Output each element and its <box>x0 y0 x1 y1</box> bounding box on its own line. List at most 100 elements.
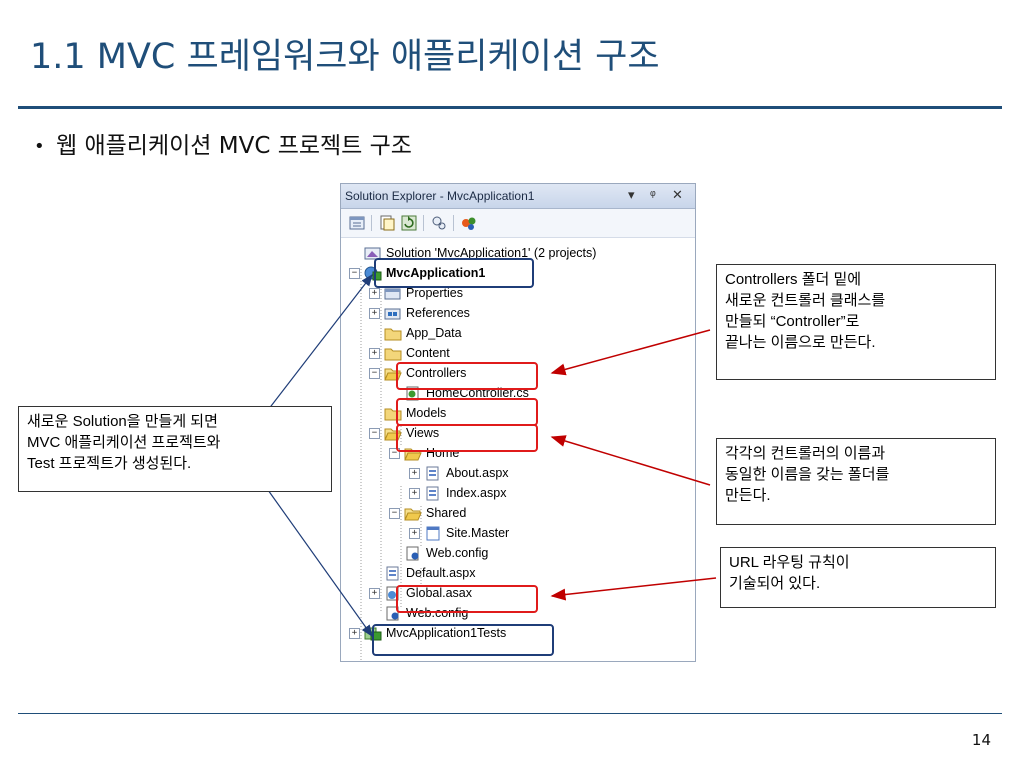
collapse-icon[interactable]: − <box>349 267 360 279</box>
callout-line: 만든다. <box>725 487 771 504</box>
callout-line: Controllers 폴더 밑에 <box>725 271 862 288</box>
models-highlight <box>396 398 538 426</box>
aspx-file-icon <box>424 486 442 501</box>
tree-node-label: MvcApplication1Tests <box>386 626 507 640</box>
callout-line: 새로운 컨트롤러 클래스를 <box>725 292 886 309</box>
class-diagram-icon[interactable] <box>459 213 479 233</box>
tree-node-label: Shared <box>426 506 467 520</box>
tree-node-label: Web.config <box>406 606 469 620</box>
tree-node[interactable]: + Index.aspx <box>409 484 506 502</box>
cs-file-icon <box>404 386 422 401</box>
page-number: 14 <box>971 731 991 749</box>
tree-node[interactable]: Web.config <box>389 544 488 562</box>
view-designer-icon[interactable] <box>429 213 449 233</box>
expand-icon[interactable]: + <box>409 527 420 539</box>
collapse-icon[interactable]: − <box>369 367 380 379</box>
properties-folder-icon <box>384 286 402 301</box>
slide-title: 1.1 MVC 프레임워크와 애플리케이션 구조 <box>30 37 660 77</box>
title-divider <box>18 106 1002 109</box>
callout-line: Test 프로젝트가 생성된다. <box>27 455 192 472</box>
bullet-text: 웹 애플리케이션 MVC 프로젝트 구조 <box>56 133 412 159</box>
tree-node[interactable]: +Global.asax <box>369 584 472 602</box>
expand-icon[interactable]: + <box>369 587 380 599</box>
global-asax-highlight <box>396 585 538 613</box>
tree-node-label: Properties <box>406 286 463 300</box>
mvcapplication1-highlight <box>374 258 534 288</box>
tree-node-label: Site.Master <box>446 526 510 540</box>
expand-icon[interactable]: + <box>369 347 380 359</box>
collapse-icon[interactable]: − <box>389 447 400 459</box>
tree-node-label: Home <box>426 446 460 460</box>
callout-line: 만들되 “Controller”로 <box>725 313 860 330</box>
callout-line: URL 라우팅 규칙이 <box>729 554 850 571</box>
aspx-file-icon <box>384 566 402 581</box>
bullet-dot-icon: • <box>34 136 45 157</box>
show-all-files-icon[interactable] <box>377 213 397 233</box>
expand-icon[interactable]: + <box>369 287 380 299</box>
tree-node-label: Web.config <box>426 546 489 560</box>
tree-node[interactable]: + Properties <box>369 284 463 302</box>
tree-node[interactable]: + About.aspx <box>409 464 509 482</box>
tree-node-label: Content <box>406 346 450 360</box>
tree-node[interactable]: + References <box>369 304 470 322</box>
views-callout: 각각의 컨트롤러의 이름과 동일한 이름을 갖는 폴더를 만든다. <box>716 438 996 525</box>
tree-node-label: Index.aspx <box>446 486 507 500</box>
callout-line: MVC 애플리케이션 프로젝트와 <box>27 434 221 451</box>
solution-tree: Solution 'MvcApplication1' (2 projects) −… <box>341 238 695 661</box>
solution-explorer-title: Solution Explorer - MvcApplication1 <box>345 189 535 203</box>
tree-node[interactable]: App_Data <box>369 324 462 342</box>
callout-line: 각각의 컨트롤러의 이름과 <box>725 445 886 462</box>
tree-node[interactable]: Solution 'MvcApplication1' (2 projects) <box>349 244 596 262</box>
tree-node[interactable]: Default.aspx <box>369 564 475 582</box>
collapse-icon[interactable]: − <box>389 507 400 519</box>
references-icon <box>384 306 402 321</box>
controllers-highlight <box>396 362 538 390</box>
tree-node[interactable]: + Content <box>369 344 450 362</box>
tree-node-label: Models <box>406 406 447 420</box>
solution-explorer-titlebar[interactable]: Solution Explorer - MvcApplication1 ▾ ᵠ … <box>341 184 695 209</box>
tree-node[interactable]: − Shared <box>389 504 466 522</box>
callout-line: 끝나는 이름으로 만든다. <box>725 334 876 351</box>
callout-line: 동일한 이름을 갖는 폴더를 <box>725 466 890 483</box>
asax-file-icon <box>384 586 402 601</box>
collapse-icon[interactable]: − <box>369 427 380 439</box>
toolbar-separator <box>423 215 424 231</box>
expand-icon[interactable]: + <box>369 307 380 319</box>
controllers-callout: Controllers 폴더 밑에 새로운 컨트롤러 클래스를 만들되 “Con… <box>716 264 996 380</box>
toolbar-separator <box>371 215 372 231</box>
folder-icon <box>384 346 402 361</box>
config-file-icon <box>404 546 422 561</box>
open-folder-icon <box>404 506 422 521</box>
properties-icon[interactable] <box>347 213 367 233</box>
tree-node-label: References <box>406 306 470 320</box>
tree-node-label: App_Data <box>406 326 462 340</box>
pin-icon[interactable]: ᵠ <box>650 187 656 202</box>
expand-icon[interactable]: + <box>409 487 420 499</box>
tests-project-highlight <box>372 624 554 656</box>
solution-explorer-toolbar <box>341 209 695 238</box>
chevron-down-icon[interactable]: ▾ <box>628 187 635 202</box>
solution-explorer-window[interactable]: Solution Explorer - MvcApplication1 ▾ ᵠ … <box>340 183 696 662</box>
tree-node-label: Controllers <box>406 366 467 380</box>
tree-node[interactable]: Web.config <box>369 604 468 622</box>
tree-node-label: Default.aspx <box>406 566 476 580</box>
expand-icon[interactable]: + <box>409 467 420 479</box>
toolbar-separator <box>453 215 454 231</box>
tree-node-label: About.aspx <box>446 466 509 480</box>
solution-callout: 새로운 Solution을 만들게 되면 MVC 애플리케이션 프로젝트와 Te… <box>18 406 332 492</box>
tree-node[interactable]: + Site.Master <box>409 524 509 542</box>
refresh-icon[interactable] <box>399 213 419 233</box>
master-file-icon <box>424 526 442 541</box>
bullet-item: • 웹 애플리케이션 MVC 프로젝트 구조 <box>34 126 412 160</box>
global-asax-callout: URL 라우팅 규칙이 기술되어 있다. <box>720 547 996 608</box>
aspx-file-icon <box>424 466 442 481</box>
views-highlight <box>396 424 538 452</box>
solution-icon <box>364 246 382 261</box>
config-file-icon <box>384 606 402 621</box>
expand-icon[interactable]: + <box>349 627 360 639</box>
callout-line: 새로운 Solution을 만들게 되면 <box>27 413 218 430</box>
callout-line: 기술되어 있다. <box>729 575 821 592</box>
close-icon[interactable]: ✕ <box>672 187 683 202</box>
tree-node-label: Views <box>406 426 440 440</box>
tree-node-label: MvcApplication1 <box>386 266 486 280</box>
